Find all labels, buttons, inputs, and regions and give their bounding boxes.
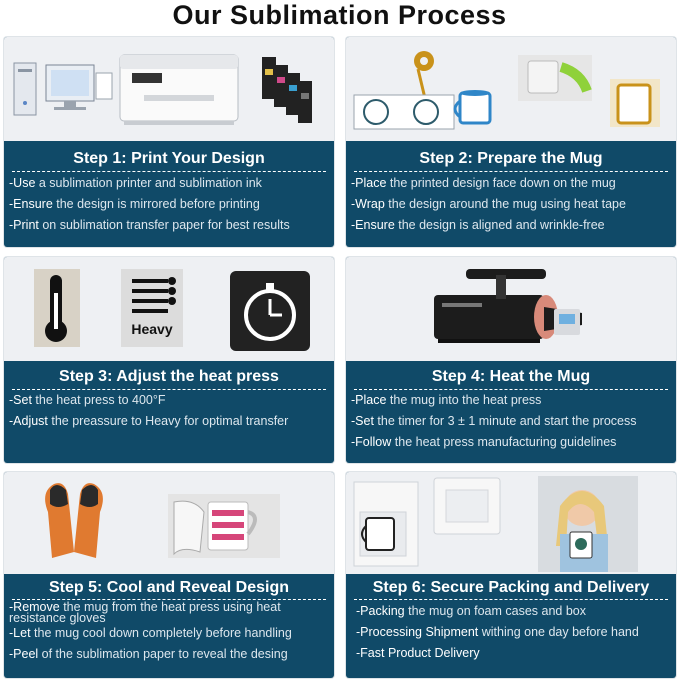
list-item: -Adjust the preassure to Heavy for optim… xyxy=(9,414,289,428)
list-item: -Set the timer for 3 ± 1 minute and star… xyxy=(351,414,637,428)
list-item: -Place the printed design face down on t… xyxy=(351,176,616,190)
mug-heat-press-icon xyxy=(434,269,582,343)
list-item: -Processing Shipment withing one day bef… xyxy=(356,625,639,639)
list-item: -Packing the mug on foam cases and box xyxy=(356,604,587,618)
step-2-panel: Step 2: Prepare the Mug -Place the print… xyxy=(346,37,676,247)
stopwatch-icon xyxy=(230,271,310,351)
step-6-panel: Step 6: Secure Packing and Delivery -Pac… xyxy=(346,472,676,678)
step-6-title: Step 6: Secure Packing and Delivery xyxy=(372,579,650,596)
step-4-panel: Step 4: Heat the Mug -Place the mug into… xyxy=(346,257,676,463)
list-item: -Peel of the sublimation paper to reveal… xyxy=(9,647,288,661)
step-3-panel: Heavy Step 3: Adjust the heat press -Set… xyxy=(4,257,334,463)
step-2-illustration xyxy=(346,37,676,141)
step-1-panel: Step 1: Print Your Design -Use a sublima… xyxy=(4,37,334,247)
list-item: -Ensure the design is mirrored before pr… xyxy=(9,197,260,211)
list-item: -Ensure the design is aligned and wrinkl… xyxy=(351,218,605,232)
cool-reveal-icon xyxy=(45,483,280,558)
printer-setup-icon xyxy=(13,54,312,125)
step-2-title: Step 2: Prepare the Mug xyxy=(419,150,603,167)
pressure-level-label: Heavy xyxy=(131,321,173,337)
step-2-list: -Place the printed design face down on t… xyxy=(351,173,672,236)
step-4-illustration xyxy=(346,257,676,361)
list-item: -Remove the mug from the heat press usin… xyxy=(9,600,281,625)
step-4-divider xyxy=(354,389,668,390)
step-3-title: Step 3: Adjust the heat press xyxy=(59,368,279,385)
step-6-divider xyxy=(354,599,668,600)
step-1-divider xyxy=(12,171,326,172)
step-4-title: Step 4: Heat the Mug xyxy=(431,368,591,385)
step-5-list: -Remove the mug from the heat press usin… xyxy=(9,600,330,665)
step-5-title: Step 5: Cool and Reveal Design xyxy=(48,579,290,596)
list-item: -Fast Product Delivery xyxy=(356,646,480,660)
step-1-illustration xyxy=(4,37,334,141)
packing-delivery-icon xyxy=(353,476,638,572)
step-3-list: -Set the heat press to 400°F -Adjust the… xyxy=(9,390,330,432)
list-item: -Place the mug into the heat press xyxy=(351,393,542,407)
list-item: -Print on sublimation transfer paper for… xyxy=(9,218,290,232)
list-item: -Let the mug cool down completely before… xyxy=(9,626,292,640)
step-6-list: -Packing the mug on foam cases and box -… xyxy=(356,601,672,664)
step-5-panel: Step 5: Cool and Reveal Design -Remove t… xyxy=(4,472,334,678)
list-item: -Use a sublimation printer and sublimati… xyxy=(9,176,262,190)
step-5-illustration xyxy=(4,472,334,574)
step-4-list: -Place the mug into the heat press -Set … xyxy=(351,390,672,453)
step-3-divider xyxy=(12,389,326,390)
step-6-illustration xyxy=(346,472,676,574)
list-item: -Set the heat press to 400°F xyxy=(9,393,166,407)
step-5-divider xyxy=(12,599,326,600)
step-2-divider xyxy=(354,171,668,172)
heat-settings-icons xyxy=(34,269,183,347)
page-title: Our Sublimation Process xyxy=(172,0,507,30)
mug-preparation-icon xyxy=(353,51,660,130)
step-1-list: -Use a sublimation printer and sublimati… xyxy=(9,173,330,236)
list-item: -Follow the heat press manufacturing gui… xyxy=(351,435,617,449)
step-3-illustration: Heavy xyxy=(4,257,334,361)
list-item: -Wrap the design around the mug using he… xyxy=(351,197,626,211)
step-1-title: Step 1: Print Your Design xyxy=(73,150,265,167)
